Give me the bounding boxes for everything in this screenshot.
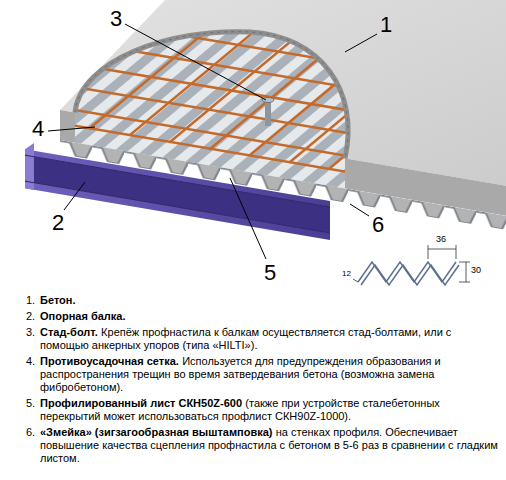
cutaway-rim	[75, 32, 348, 159]
stud-bolt	[265, 100, 271, 126]
leader-line	[345, 34, 377, 52]
part-name: Стад-болт.	[40, 326, 98, 338]
part-name: Профилированный лист СКН50Z-600	[40, 397, 242, 409]
leader-line	[64, 182, 85, 210]
list-number: 5.	[26, 397, 35, 410]
callout-number: 3	[108, 8, 124, 30]
list-item: 5.Профилированный лист СКН50Z-600(также …	[0, 397, 506, 423]
callout-number: 4	[30, 118, 46, 140]
dimension-label: 12	[340, 270, 353, 278]
zigzag-profile	[361, 265, 459, 285]
list-number: 6.	[26, 426, 35, 439]
leader-line	[125, 24, 266, 100]
dimension-label: 36	[434, 235, 448, 244]
legend-list: 1. Бетон. 2. Опорная балка. 3. Стад-болт.Креп…	[0, 294, 506, 468]
cutaway-rim	[75, 32, 348, 159]
leader-line	[350, 204, 369, 216]
mesh-bar	[90, 0, 282, 128]
part-name: Опорная балка.	[40, 310, 125, 322]
mesh-bar	[170, 0, 362, 142]
mesh-bar	[290, 2, 482, 162]
profiled-sheet	[60, 140, 506, 230]
part-name: Противоусадочная сетка.	[40, 355, 179, 367]
dimension-line	[466, 262, 467, 282]
dimension-label: 30	[469, 266, 483, 275]
list-item: 4.Противоусадочная сетка.Используется дл…	[0, 355, 506, 394]
dimension-line	[428, 245, 429, 259]
leader-line	[48, 127, 95, 131]
list-number: 2.	[26, 310, 35, 323]
mesh-bar	[210, 0, 402, 149]
dimension-line	[459, 282, 470, 283]
list-item: 6. «Змейка» (зигзагообразная выштамповка)…	[0, 426, 506, 465]
dimension-line	[456, 245, 457, 259]
mesh-bar	[130, 0, 322, 135]
dimension-line	[353, 279, 358, 282]
mesh-bar	[330, 8, 506, 168]
dimension-line	[428, 249, 456, 250]
dimension-line	[459, 262, 470, 263]
callout-number: 1	[378, 14, 394, 36]
list-number: 1.	[26, 294, 35, 307]
callout-number: 2	[50, 212, 66, 234]
part-name: Бетон.	[40, 294, 76, 306]
list-item: 3. Стад-болт.Крепёж профнастила к балкам …	[0, 326, 506, 352]
callout-number: 6	[370, 214, 386, 236]
list-item: 2. Опорная балка.	[0, 310, 506, 323]
list-item: 1. Бетон.	[0, 294, 506, 307]
callout-number: 5	[262, 262, 278, 284]
part-name: «Змейка» (зигзагообразная выштамповка)	[40, 426, 272, 438]
leader-line	[230, 178, 266, 259]
part-description: Крепёж профнастила к балкам осуществляет…	[40, 326, 451, 351]
list-number: 3.	[26, 326, 35, 339]
list-number: 4.	[26, 355, 35, 368]
